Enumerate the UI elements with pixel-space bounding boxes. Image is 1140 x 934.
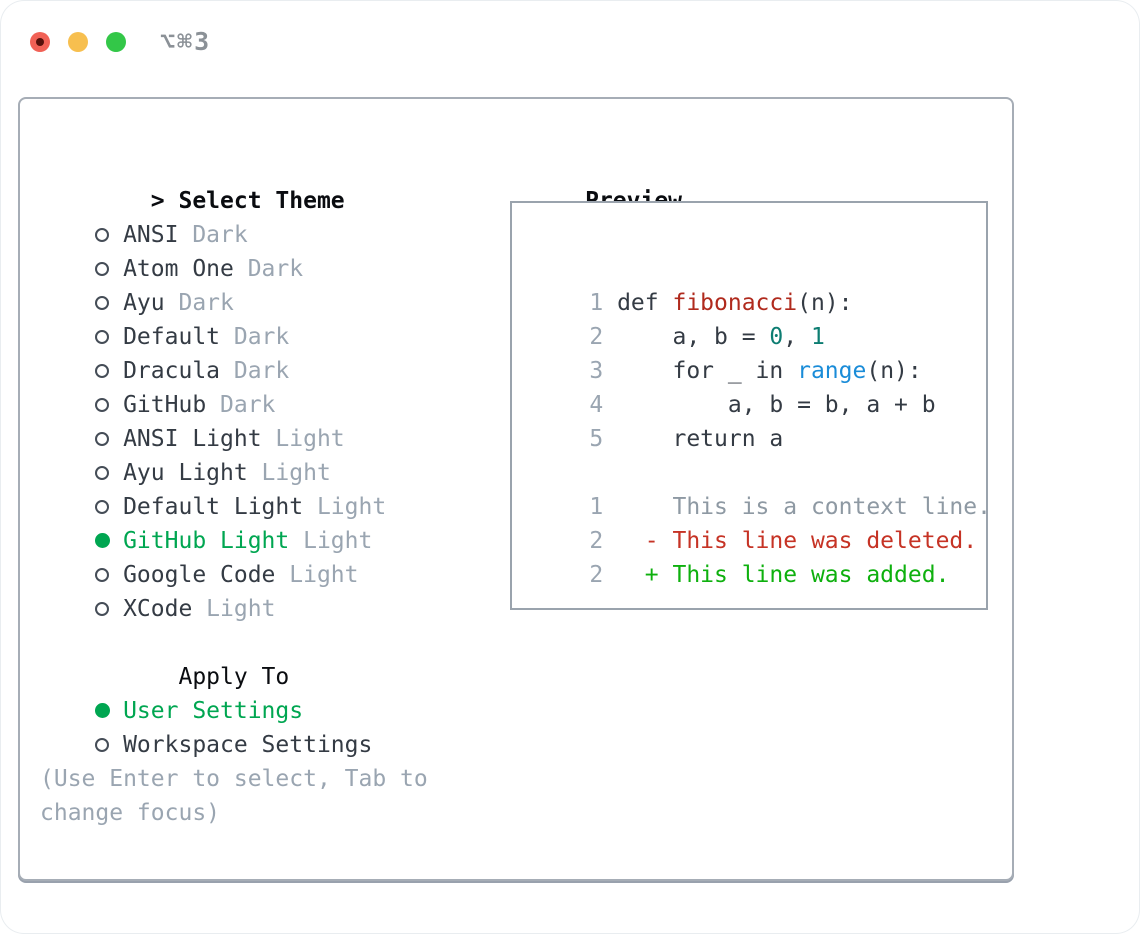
hint-line: change focus): [40, 800, 221, 826]
radio-icon: [95, 602, 110, 616]
window-title: ⌥⌘3: [160, 27, 212, 56]
theme-variant: Light: [261, 426, 345, 452]
apply-option-workspace-settings[interactable]: Workspace Settings: [40, 694, 428, 758]
line-number: 1: [589, 290, 604, 316]
theme-variant: Dark: [164, 290, 234, 316]
theme-variant: Light: [275, 562, 359, 588]
theme-name: Ayu Light: [123, 460, 248, 486]
line-number: 1: [589, 494, 604, 520]
apply-option-label: User Settings: [123, 698, 304, 724]
theme-variant: Dark: [220, 324, 290, 350]
radio-icon: [95, 432, 110, 446]
apply-to-header: Apply To: [40, 626, 428, 690]
apply-to-list: User Settings Workspace Settings: [40, 660, 428, 758]
theme-name: Atom One: [123, 256, 234, 282]
diff-line-added: 2 + This line was added.: [534, 524, 986, 588]
zoom-button[interactable]: [106, 31, 126, 52]
apply-option-user-settings[interactable]: User Settings: [40, 660, 428, 724]
theme-item-ansi-light[interactable]: ANSI Light Light: [40, 388, 428, 452]
radio-icon: [95, 330, 110, 344]
radio-icon: [95, 703, 111, 718]
close-button[interactable]: [30, 31, 50, 52]
code-line: 5 return a: [534, 388, 986, 452]
radio-icon: [95, 533, 111, 548]
theme-item-atom-one[interactable]: Atom One Dark: [40, 218, 428, 282]
diff-lines: 1 This is a context line. 2 - This line …: [534, 456, 991, 588]
radio-icon: [95, 296, 110, 310]
diff-line-deleted: 2 - This line was deleted.: [534, 490, 986, 554]
select-theme-title: Select Theme: [178, 188, 345, 214]
titlebar: ⌥⌘3: [30, 27, 211, 56]
theme-variant: Dark: [220, 358, 290, 384]
radio-icon: [95, 262, 110, 276]
theme-item-ayu[interactable]: Ayu Dark: [40, 252, 428, 316]
theme-list: ANSI Dark Atom One Dark Ayu Dark Default…: [40, 184, 428, 622]
theme-item-dracula[interactable]: Dracula Dark: [40, 320, 428, 384]
theme-name: GitHub: [123, 392, 207, 418]
radio-icon: [95, 398, 110, 412]
theme-name: Google Code: [123, 562, 276, 588]
theme-name: Default: [123, 324, 221, 350]
theme-item-default[interactable]: Default Dark: [40, 286, 428, 350]
theme-picker-column: > Select Theme ANSI Dark Atom One Dark Ay…: [40, 150, 428, 830]
theme-variant: Dark: [233, 256, 304, 282]
theme-name: ANSI Light: [123, 426, 262, 452]
theme-item-github[interactable]: GitHub Dark: [40, 354, 428, 418]
code-line: 3 for _ in range(n):: [534, 320, 986, 384]
line-number: 2: [589, 528, 604, 554]
theme-name: GitHub Light: [123, 528, 290, 554]
theme-name: ANSI: [123, 222, 179, 248]
theme-variant: Light: [303, 494, 387, 520]
theme-variant: Dark: [206, 392, 276, 418]
theme-variant: Dark: [178, 222, 248, 248]
minimize-button[interactable]: [68, 31, 88, 52]
apply-to-title: Apply To: [178, 664, 290, 690]
line-number: 4: [589, 392, 604, 418]
radio-icon: [95, 364, 110, 378]
theme-item-github-light[interactable]: GitHub Light Light: [40, 490, 428, 554]
theme-name: Dracula: [123, 358, 221, 384]
theme-item-google-code[interactable]: Google Code Light: [40, 524, 428, 588]
line-number: 2: [589, 562, 604, 588]
keyboard-hint: (Use Enter to select, Tab to change focus…: [40, 762, 428, 830]
theme-name: Ayu: [123, 290, 165, 316]
theme-item-xcode[interactable]: XCode Light: [40, 558, 428, 622]
line-number: 3: [589, 358, 604, 384]
radio-icon: [95, 568, 110, 582]
apply-option-label: Workspace Settings: [123, 732, 373, 758]
theme-item-ansi[interactable]: ANSI Dark: [40, 184, 428, 248]
theme-name: XCode: [123, 596, 193, 622]
line-number: 5: [589, 426, 604, 452]
theme-item-default-light[interactable]: Default Light Light: [40, 456, 428, 520]
theme-picker-panel: > Select Theme ANSI Dark Atom One Dark Ay…: [18, 97, 1014, 881]
theme-variant: Light: [247, 460, 331, 486]
close-dot-icon: [36, 37, 44, 46]
select-theme-header: > Select Theme: [40, 150, 428, 214]
code-line: 4 a, b = b, a + b: [534, 354, 986, 418]
diff-line-context: 1 This is a context line.: [534, 456, 991, 520]
selection-pointer-icon: >: [150, 188, 165, 214]
theme-variant: Light: [192, 596, 276, 622]
preview-header: Preview: [502, 150, 682, 214]
radio-icon: [95, 738, 110, 752]
theme-name: Default Light: [123, 494, 304, 520]
radio-icon: [95, 466, 110, 480]
radio-icon: [95, 500, 110, 514]
hint-line: (Use Enter to select, Tab to: [40, 766, 428, 792]
radio-icon: [95, 228, 110, 242]
theme-item-ayu-light[interactable]: Ayu Light Light: [40, 422, 428, 486]
theme-variant: Light: [289, 528, 373, 554]
code-line: 2 a, b = 0, 1: [534, 286, 986, 350]
line-number: 2: [589, 324, 604, 350]
